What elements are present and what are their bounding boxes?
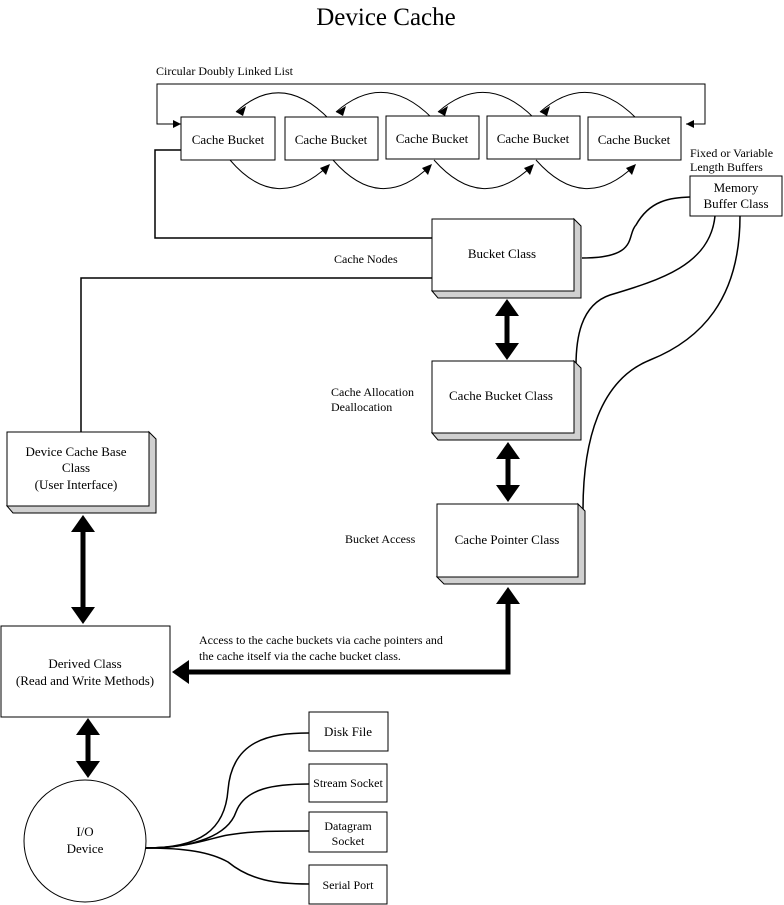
cache-bucket-1-label: Cache Bucket bbox=[192, 132, 265, 147]
cache-bucket-to-pointer-arrow bbox=[496, 442, 520, 502]
cache-nodes-connector bbox=[80, 277, 432, 432]
cache-pointer-class-label: Cache Pointer Class bbox=[455, 532, 560, 547]
datagram-socket-label-line1: Datagram bbox=[324, 819, 372, 833]
datagram-socket-box: Datagram Socket bbox=[308, 811, 388, 853]
cache-bucket-1: Cache Bucket bbox=[180, 116, 276, 161]
derived-to-io-arrow bbox=[76, 718, 100, 778]
bucket-class-box: Bucket Class bbox=[430, 217, 582, 299]
memory-buffer-label-line1: Memory bbox=[714, 180, 759, 195]
derived-class-label-line1: Derived Class bbox=[48, 656, 121, 671]
stream-socket-label: Stream Socket bbox=[313, 776, 383, 790]
access-note-line2: the cache itself via the cache bucket cl… bbox=[199, 649, 401, 663]
pointer-to-derived-arrow bbox=[172, 587, 520, 684]
base-class-label-line1: Device Cache Base bbox=[25, 444, 126, 459]
base-to-derived-arrow bbox=[71, 515, 95, 624]
cache-bucket-4-label: Cache Bucket bbox=[497, 131, 570, 146]
diagram-title: Device Cache bbox=[316, 4, 456, 31]
io-device-connectors bbox=[145, 732, 310, 885]
buffers-label-line1: Fixed or Variable bbox=[690, 146, 773, 160]
linked-list-label: Circular Doubly Linked List bbox=[156, 64, 294, 78]
linked-list-back-links bbox=[235, 91, 637, 121]
linked-list-loop-connector bbox=[156, 83, 706, 128]
linked-list-forward-links bbox=[229, 159, 636, 189]
cache-bucket-3: Cache Bucket bbox=[385, 115, 480, 160]
io-device-label-line1: I/O bbox=[76, 824, 93, 839]
cache-bucket-5: Cache Bucket bbox=[587, 116, 682, 161]
cache-bucket-5-label: Cache Bucket bbox=[598, 132, 671, 147]
disk-file-box: Disk File bbox=[308, 711, 389, 752]
memory-buffer-connectors bbox=[575, 196, 741, 511]
serial-port-box: Serial Port bbox=[308, 864, 388, 905]
cache-bucket-4: Cache Bucket bbox=[486, 115, 581, 160]
cache-bucket-2: Cache Bucket bbox=[284, 116, 379, 161]
bucket-to-cache-bucket-arrow bbox=[495, 299, 519, 360]
memory-buffer-class: Memory Buffer Class bbox=[689, 175, 783, 217]
bucket-access-label: Bucket Access bbox=[345, 532, 416, 546]
io-device-label-line2: Device bbox=[67, 841, 104, 856]
bucket-class-label: Bucket Class bbox=[468, 246, 536, 261]
buffers-label-line2: Length Buffers bbox=[690, 160, 763, 174]
derived-class-label-line2: (Read and Write Methods) bbox=[16, 673, 154, 688]
derived-class-box: Derived Class (Read and Write Methods) bbox=[0, 625, 171, 718]
cache-pointer-class-box: Cache Pointer Class bbox=[435, 502, 586, 585]
allocation-label-line2: Deallocation bbox=[331, 400, 392, 414]
cache-nodes-label: Cache Nodes bbox=[334, 252, 398, 266]
cache-bucket-3-label: Cache Bucket bbox=[396, 131, 469, 146]
bucket-to-bucket-class-connector bbox=[154, 149, 432, 239]
cache-bucket-2-label: Cache Bucket bbox=[295, 132, 368, 147]
cache-bucket-class-label: Cache Bucket Class bbox=[449, 388, 553, 403]
disk-file-label: Disk File bbox=[324, 724, 372, 739]
device-cache-base-class-box: Device Cache Base Class (User Interface) bbox=[5, 430, 157, 514]
base-class-label-line2: Class bbox=[62, 460, 90, 475]
allocation-label-line1: Cache Allocation bbox=[331, 385, 414, 399]
cache-bucket-class-box: Cache Bucket Class bbox=[430, 359, 582, 441]
memory-buffer-label-line2: Buffer Class bbox=[703, 196, 768, 211]
base-class-label-line3: (User Interface) bbox=[35, 477, 118, 492]
access-note-line1: Access to the cache buckets via cache po… bbox=[199, 633, 443, 647]
serial-port-label: Serial Port bbox=[323, 878, 375, 892]
io-device: I/O Device bbox=[23, 779, 147, 903]
datagram-socket-label-line2: Socket bbox=[332, 834, 365, 848]
stream-socket-box: Stream Socket bbox=[308, 763, 388, 803]
